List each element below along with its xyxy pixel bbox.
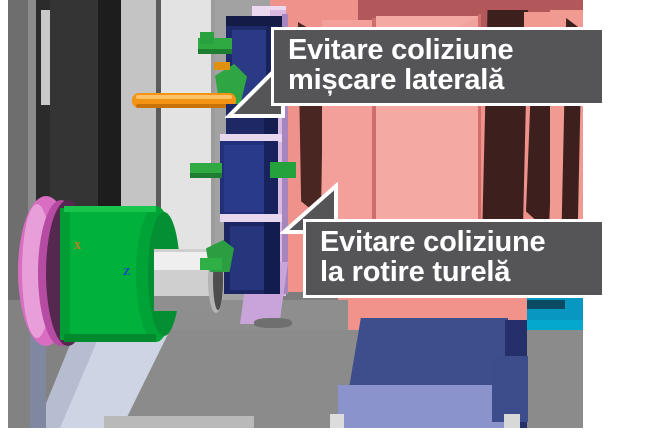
housing-panel-a-seam bbox=[372, 18, 376, 234]
callout-turret-line1: Evitare coliziune bbox=[320, 226, 546, 258]
enclosure-cavity-highlight bbox=[41, 10, 50, 105]
axis-label-z: Z bbox=[123, 266, 131, 278]
tool-insert-2-right bbox=[270, 162, 296, 178]
chuck-bottom-bevel bbox=[64, 334, 156, 342]
chuck-top-bevel bbox=[64, 206, 156, 212]
tool-insert-top-small bbox=[200, 32, 214, 44]
machine-pillar-left-edge bbox=[156, 0, 161, 300]
tool-insert-1-shade bbox=[198, 49, 232, 54]
boring-bar-highlight bbox=[136, 95, 232, 99]
base-box-front bbox=[338, 385, 508, 428]
axis-label-x: X bbox=[74, 241, 82, 252]
tool-holder-2-edge bbox=[264, 141, 278, 216]
tool-holder-top-cap bbox=[226, 16, 282, 28]
bed-bottom-strip bbox=[104, 416, 254, 428]
workpiece-bar-shade bbox=[154, 296, 216, 311]
turret-disc-rim bbox=[282, 14, 288, 294]
base-box-foot-right bbox=[504, 414, 520, 428]
tool-insert-3-tip bbox=[200, 258, 222, 270]
machine-pillar-right-edge bbox=[211, 0, 215, 300]
tool-holder-3-edge bbox=[264, 222, 280, 294]
callout-lateral-line1: Evitare coliziune bbox=[288, 34, 514, 66]
boring-bar-shade bbox=[136, 104, 232, 108]
tool-insert-angled-tip bbox=[214, 62, 230, 70]
callout-turret-line2: la rotire turelă bbox=[320, 255, 511, 288]
tool-insert-2-left-shade bbox=[190, 173, 222, 178]
coolant-panel-rail-top bbox=[527, 300, 565, 309]
workpiece-bar-end-dark bbox=[213, 250, 223, 310]
tool-holder-2-bottom-rail bbox=[220, 214, 282, 222]
base-box-foot-left bbox=[330, 414, 344, 428]
callout-avoid-collision-turret[interactable]: Evitare coliziune la rotire turelă bbox=[303, 219, 605, 299]
base-box-top bbox=[348, 318, 508, 394]
callout-lateral-line2: mișcare laterală bbox=[288, 63, 505, 96]
turret-leg-shadow bbox=[254, 318, 292, 328]
tool-holder-3-face bbox=[230, 226, 264, 290]
base-box-side-light bbox=[492, 356, 528, 422]
housing-panel-b-seam bbox=[478, 14, 481, 238]
chuck-body-left-shade bbox=[60, 208, 70, 340]
tool-holder-2-top-rail bbox=[220, 134, 282, 142]
slideway-edge bbox=[30, 322, 46, 428]
tool-holder-2-face bbox=[224, 145, 264, 212]
callout-avoid-collision-lateral[interactable]: Evitare coliziune mișcare laterală bbox=[271, 27, 605, 107]
enclosure-left-edge bbox=[28, 0, 36, 318]
